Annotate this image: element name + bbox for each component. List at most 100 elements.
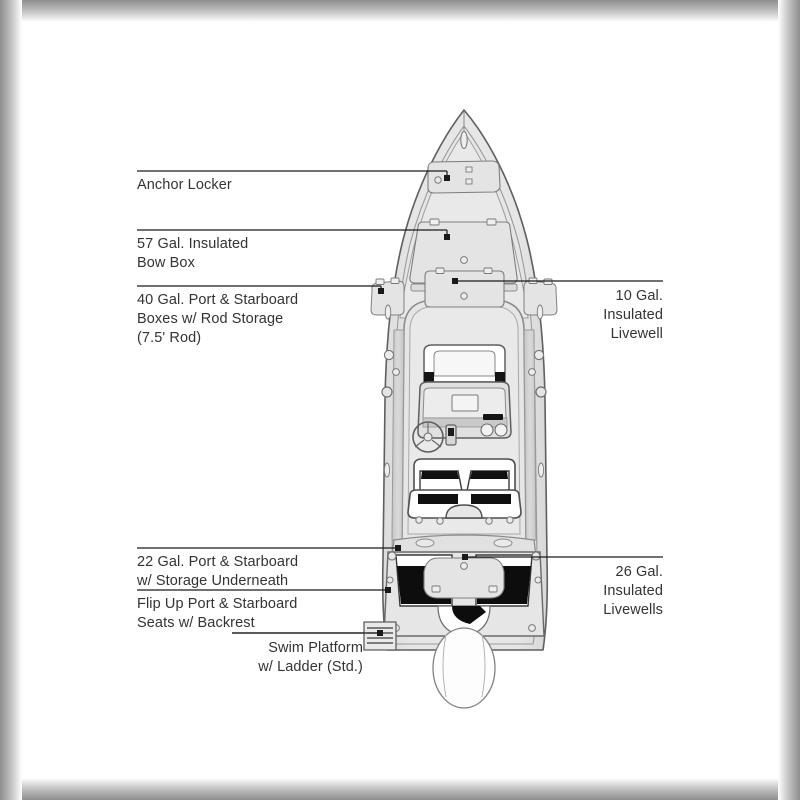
transom-livewell-drain-icon: [460, 562, 468, 570]
starboard-rod-holder-icon: [536, 304, 544, 320]
transom-cleat-right-icon: [528, 624, 536, 632]
console-display-screen: [451, 394, 479, 412]
anchor-locker-hinge-b-icon: [465, 178, 473, 185]
starboard-rod-box-latch-a-icon: [543, 278, 553, 285]
leader-endpoint-anchor-locker: [444, 175, 450, 181]
console-switch-panel: [483, 414, 503, 420]
port-cleat-b-icon: [392, 368, 400, 376]
bow-box-latch-right-icon: [486, 218, 497, 226]
outboard-motor-seam-right: [481, 634, 486, 698]
gauge-right-icon: [494, 423, 508, 437]
callout-line: 40 Gal. Port & Starboard: [137, 292, 299, 308]
leaning-post-foot-a-icon: [415, 516, 423, 524]
callout-stern-boxes-22gal: 22 Gal. Port & Starboard w/ Storage Under…: [137, 553, 298, 591]
steering-wheel: [412, 421, 444, 453]
windshield-corner-right: [495, 372, 505, 382]
callout-line: Insulated: [603, 583, 663, 599]
leader-endpoint-swim-platform: [377, 630, 383, 636]
leader-endpoint-bow-box: [444, 234, 450, 240]
callout-swim-platform: Swim Platform w/ Ladder (Std.): [0, 639, 363, 677]
stern-step-left-icon: [415, 538, 435, 548]
callout-line: Bow Box: [137, 255, 195, 271]
starboard-cleat-a-icon: [533, 349, 545, 361]
transom-latch-left-icon: [431, 585, 441, 593]
motor-well-shadow: [452, 606, 486, 624]
gauge-left-icon: [480, 423, 494, 437]
leader-endpoint-port-starboard-rod-boxes: [378, 288, 384, 294]
leaning-post-base-shadow-right: [471, 494, 511, 504]
starboard-rod-box-hatch: [523, 280, 558, 316]
port-rod-box-latch-a-icon: [375, 278, 385, 285]
port-rod-holder-mid-icon: [383, 462, 391, 478]
port-cleat-c-icon: [381, 386, 393, 398]
callout-line: 10 Gal.: [615, 288, 663, 304]
outboard-motor-cowling: [432, 627, 496, 709]
bow-box-drain-icon: [460, 256, 468, 264]
starboard-gunwale-panel: [523, 329, 537, 541]
anchor-locker-latch-icon: [434, 176, 442, 184]
port-rod-holder-icon: [384, 304, 392, 320]
callout-line: w/ Storage Underneath: [137, 573, 289, 589]
seat-cushion-right-shadow: [470, 471, 508, 479]
transom-livewell-hatch: [423, 557, 505, 599]
bow-livewell-hatch: [424, 270, 505, 308]
steering-wheel-hub-icon: [423, 432, 433, 442]
starboard-cleat-b-icon: [528, 368, 536, 376]
callout-line: Anchor Locker: [137, 177, 232, 193]
callout-line: w/ Ladder (Std.): [258, 659, 363, 675]
callout-line: Livewells: [603, 602, 663, 618]
steering-wheel-spokes-icon: [414, 423, 442, 448]
stern-drain-right-icon: [531, 551, 541, 561]
callout-line: Boxes w/ Rod Storage: [137, 311, 284, 327]
stern-drain-left-icon: [387, 551, 397, 561]
callout-line: Seats w/ Backrest: [137, 615, 255, 631]
leaning-post-foot-c-icon: [485, 517, 493, 525]
outboard-motor-seam-left: [442, 634, 447, 698]
anchor-locker-hatch: [427, 160, 501, 194]
helm-console-group: [412, 344, 512, 453]
throttle-lever-icon: [448, 428, 454, 436]
boat-hull-group: [363, 109, 558, 709]
starboard-rod-holder-mid-icon: [537, 462, 545, 478]
stern-fitting-left-icon: [386, 576, 394, 584]
leaning-post-base-shadow-left: [418, 494, 458, 504]
leaning-post-foot-b-icon: [436, 517, 444, 525]
stern-group: [363, 534, 545, 709]
callout-leader-lines: [137, 170, 663, 636]
port-rod-box-latch-b-icon: [390, 277, 400, 284]
leader-endpoint-stern-livewells-26gal: [462, 554, 468, 560]
callout-line: (7.5' Rod): [137, 330, 202, 346]
bow-cleat-icon: [460, 131, 468, 149]
leaning-post-foot-d-icon: [506, 516, 514, 524]
bow-livewell-drain-icon: [460, 292, 468, 300]
console-windshield-inner: [433, 350, 496, 377]
callout-line: Flip Up Port & Starboard: [137, 596, 298, 612]
leaning-post-footwell: [445, 504, 483, 519]
callout-line: 57 Gal. Insulated: [137, 236, 249, 252]
anchor-locker-hinge-a-icon: [465, 166, 473, 173]
stern-step-right-icon: [493, 538, 513, 548]
port-cleat-a-icon: [383, 349, 395, 361]
callout-anchor-locker: Anchor Locker: [137, 176, 232, 195]
bow-livewell-latch-right-icon: [483, 267, 493, 274]
transom-latch-right-icon: [488, 585, 498, 593]
callout-line: Insulated: [603, 307, 663, 323]
leader-endpoint-bow-livewell-10gal: [452, 278, 458, 284]
callout-line: Swim Platform: [268, 640, 363, 656]
leader-endpoint-flip-up-seats: [385, 587, 391, 593]
port-gunwale-panel: [391, 329, 405, 541]
windshield-corner-left: [424, 372, 434, 382]
callout-line: 26 Gal.: [615, 564, 663, 580]
bow-livewell-latch-left-icon: [435, 267, 445, 274]
callout-line: 22 Gal. Port & Starboard: [137, 554, 299, 570]
stern-fitting-right-icon: [534, 576, 542, 584]
leaning-post-group: [407, 458, 522, 525]
leader-endpoint-stern-boxes-22gal: [395, 545, 401, 551]
bow-box-latch-left-icon: [429, 218, 440, 226]
